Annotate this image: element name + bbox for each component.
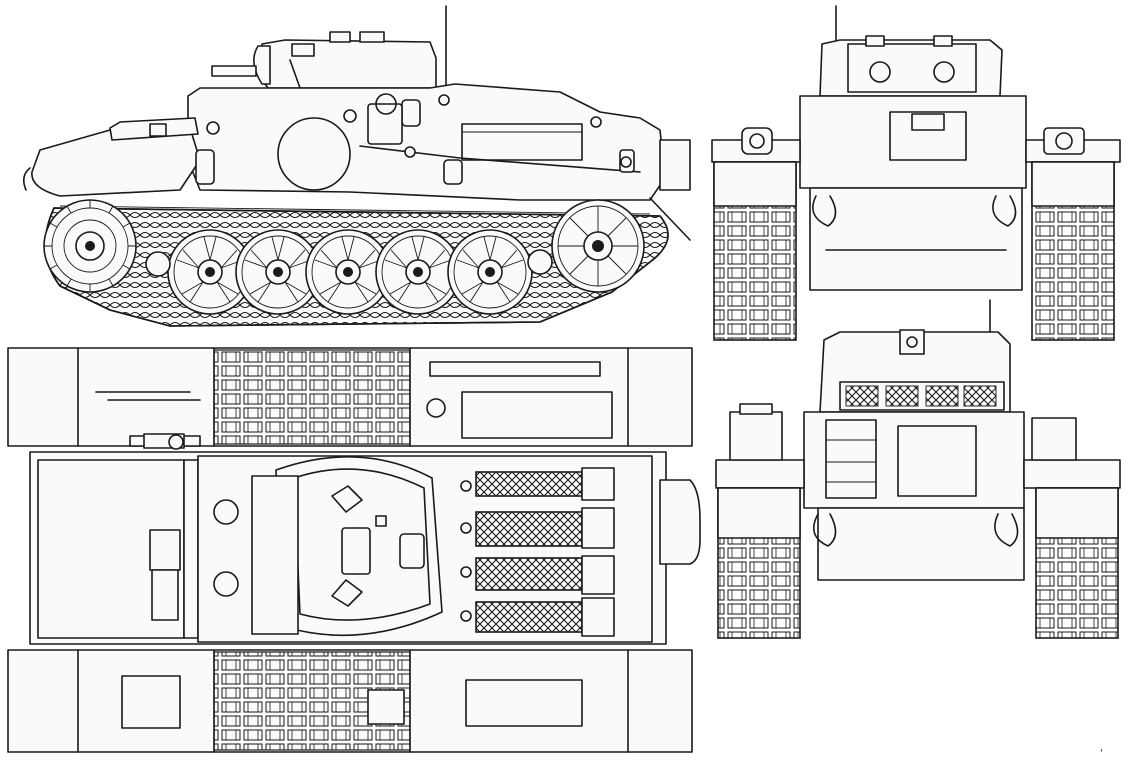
engine-grilles bbox=[460, 467, 615, 637]
corner-mark: ' bbox=[1100, 748, 1103, 759]
top-view bbox=[7, 347, 701, 753]
front-view bbox=[711, 5, 1121, 341]
side-view bbox=[22, 5, 691, 327]
road-wheel-5 bbox=[447, 229, 533, 315]
rear-view bbox=[715, 299, 1121, 639]
